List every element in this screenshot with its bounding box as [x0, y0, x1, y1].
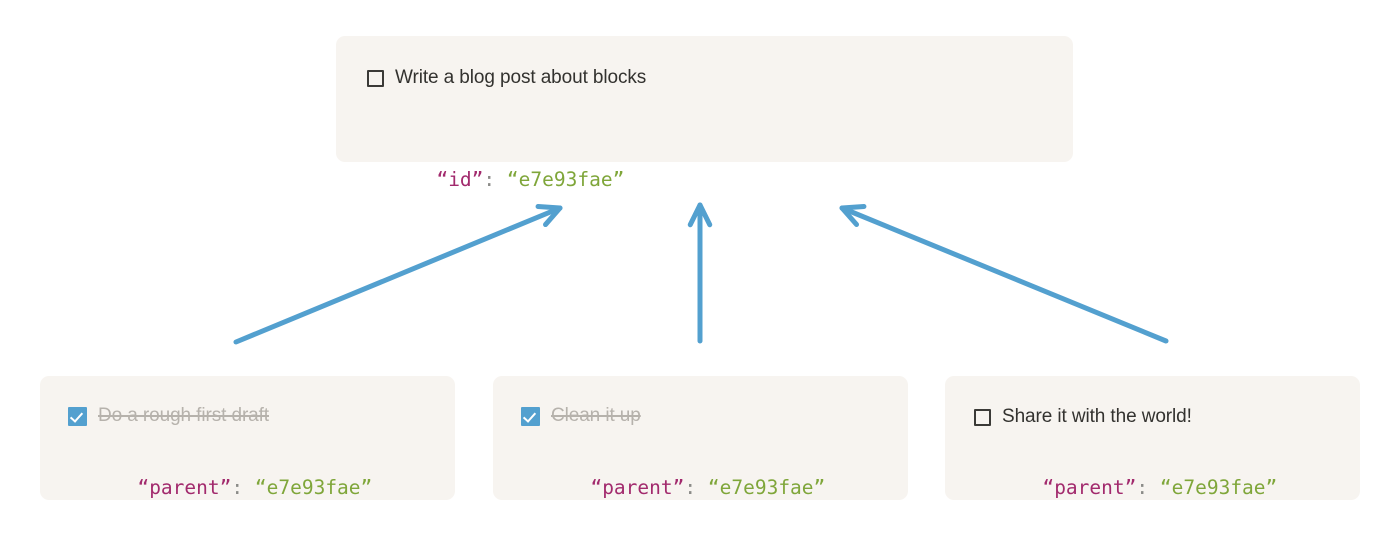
checkbox-empty-icon[interactable]	[974, 408, 991, 426]
child-task-card-1: Do a rough first draft “parent”: “e7e93f…	[40, 376, 455, 500]
child-task-label-3: Share it with the world!	[1002, 406, 1192, 427]
code-key: “parent”	[1042, 476, 1137, 499]
child-code-parent-1: “parent”: “e7e93fae”	[67, 453, 372, 522]
code-key: “parent”	[137, 476, 232, 499]
code-colon: :	[684, 476, 697, 499]
code-value-text: “e7e93fae”	[506, 168, 625, 191]
checkbox-empty-icon[interactable]	[367, 69, 384, 87]
code-space	[696, 476, 708, 499]
parent-task-label: Write a blog post about blocks	[395, 67, 647, 88]
child-code-parent-2: “parent”: “e7e93fae”	[520, 453, 825, 522]
child-task-label-2: Clean it up	[551, 405, 641, 426]
checkbox-checked-icon[interactable]	[521, 406, 540, 426]
code-colon: :	[483, 168, 496, 191]
code-value-text: “e7e93fae”	[254, 476, 373, 499]
checkbox-checked-icon[interactable]	[68, 406, 87, 426]
child-code-parent-3: “parent”: “e7e93fae”	[972, 453, 1277, 522]
code-colon: :	[231, 476, 244, 499]
arrow-child-2-to-parent-head-icon	[687, 202, 713, 228]
child-task-row-1[interactable]: Do a rough first draft	[68, 405, 269, 427]
code-key: “parent”	[590, 476, 685, 499]
arrow-child-3-to-parent	[839, 205, 1169, 344]
code-value	[495, 168, 507, 191]
child-task-row-2[interactable]: Clean it up	[521, 405, 641, 427]
code-value-text: “e7e93fae”	[707, 476, 826, 499]
code-colon: :	[1136, 476, 1149, 499]
arrow-child-3-to-parent-head-icon	[839, 203, 867, 228]
parent-code-id: “id”: “e7e93fae”	[366, 145, 624, 214]
child-task-card-3: Share it with the world! “parent”: “e7e9…	[945, 376, 1360, 500]
code-space	[1148, 476, 1160, 499]
code-key: “id”	[436, 168, 484, 191]
parent-task-card: Write a blog post about blocks “id”: “e7…	[336, 36, 1073, 191]
arrow-child-1-to-parent	[233, 205, 563, 345]
parent-task-row[interactable]: Write a blog post about blocks	[367, 67, 646, 89]
child-task-row-3[interactable]: Share it with the world!	[974, 406, 1192, 428]
child-task-label-1: Do a rough first draft	[98, 405, 269, 426]
code-space	[243, 476, 255, 499]
child-task-card-2: Clean it up “parent”: “e7e93fae”	[493, 376, 908, 500]
code-value-text: “e7e93fae”	[1159, 476, 1278, 499]
